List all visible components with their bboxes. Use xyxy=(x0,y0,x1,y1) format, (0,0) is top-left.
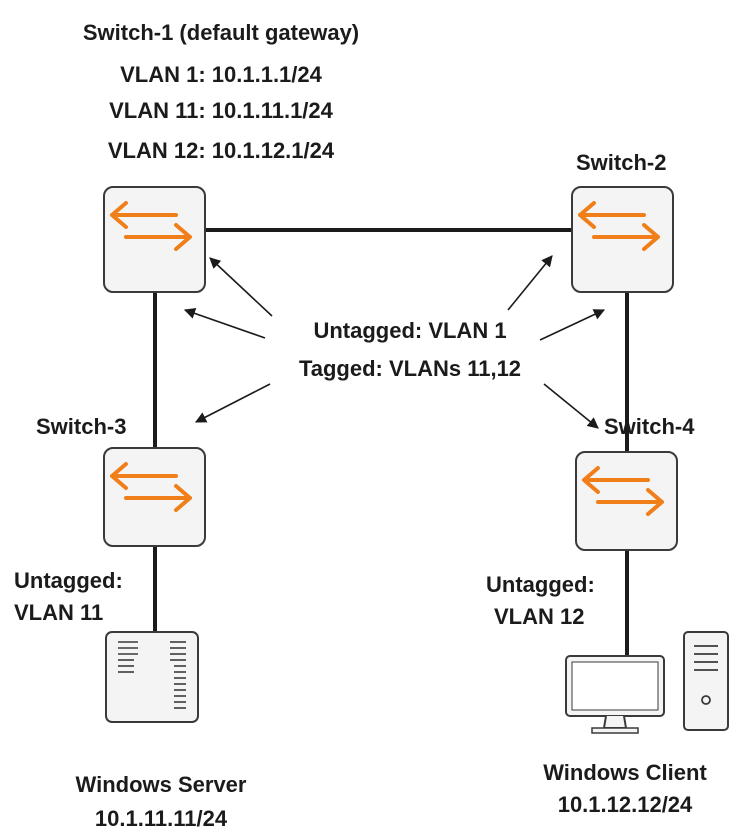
client-ip: 10.1.12.12/24 xyxy=(557,792,693,817)
client-port-line2: VLAN 12 xyxy=(494,604,585,629)
monitor-icon xyxy=(565,655,665,734)
server-ip: 10.1.11.11/24 xyxy=(94,806,228,831)
switch1-vlan12: VLAN 12: 10.1.12.1/24 xyxy=(107,138,335,163)
switch-4 xyxy=(575,451,678,551)
note-arrow-link24-lower xyxy=(543,383,599,429)
trunk-tagged-label: Tagged: VLANs 11,12 xyxy=(298,356,522,381)
note-arrow-switch1 xyxy=(209,257,273,317)
tower-icon xyxy=(683,631,729,731)
trunk-untagged-label: Untagged: VLAN 1 xyxy=(313,318,507,343)
server-name: Windows Server xyxy=(75,772,247,797)
server-port-line1: Untagged: xyxy=(14,568,123,593)
server-icon xyxy=(105,631,199,723)
switch3-name: Switch-3 xyxy=(36,414,127,439)
switch2-name: Switch-2 xyxy=(576,150,667,175)
switch-2 xyxy=(571,186,674,293)
client-port-line1: Untagged: xyxy=(486,572,595,597)
switch-3 xyxy=(103,447,206,547)
note-arrow-link13-lower xyxy=(195,383,271,423)
server-port-line2: VLAN 11 xyxy=(14,600,104,625)
switch-1 xyxy=(103,186,206,293)
note-arrow-link13-upper xyxy=(183,308,266,339)
switch1-name: Switch-1 (default gateway) xyxy=(82,20,360,45)
switch1-vlan1: VLAN 1: 10.1.1.1/24 xyxy=(120,62,322,87)
note-arrow-switch2 xyxy=(507,255,553,311)
switch4-name: Switch-4 xyxy=(604,414,695,439)
note-arrow-link24-upper xyxy=(539,309,606,341)
switch1-vlan11: VLAN 11: 10.1.11.1/24 xyxy=(109,98,333,123)
client-name: Windows Client xyxy=(543,760,707,785)
